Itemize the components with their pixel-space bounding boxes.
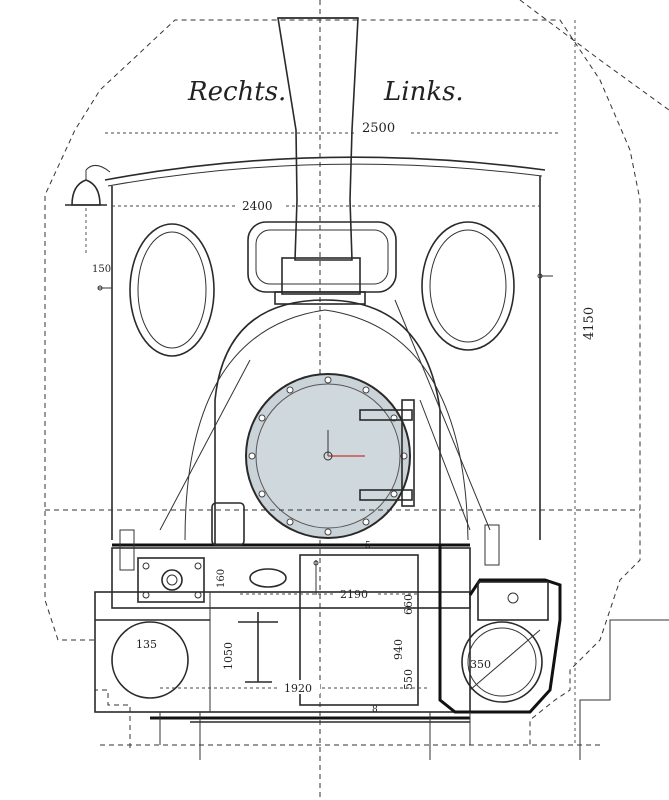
cab-roof: [104, 156, 546, 181]
dimension-2500: 2500: [362, 121, 395, 136]
boiler-outer-arch: [184, 309, 469, 541]
dimension-150: 150: [92, 264, 111, 275]
dimension-2400: 2400: [242, 199, 273, 213]
dimension-1920: 1920: [284, 682, 312, 695]
smokebox-door-bolts: [248, 376, 408, 536]
dimension-550: 550: [402, 669, 415, 690]
loading-gauge-right-extension: [519, 0, 669, 111]
dimension-8: 8: [372, 705, 378, 715]
lower-frame: [94, 591, 471, 713]
dimension-350: 350: [470, 658, 491, 671]
dimension-2190: 2190: [340, 588, 368, 601]
window-center: [247, 221, 397, 293]
window-right-outer: [421, 221, 515, 351]
dimension-4150: 4150: [582, 307, 597, 340]
label-rechts: Rechts.: [187, 77, 286, 107]
dimension-940: 940: [392, 639, 405, 660]
window-left-outer: [129, 223, 215, 357]
chimney: [277, 17, 359, 261]
loading-gauge-outline: [44, 19, 641, 748]
cylinder: [461, 621, 543, 703]
window-left-inner: [137, 231, 207, 349]
buffer-left: [111, 621, 189, 699]
dimension-660: 660: [402, 594, 415, 615]
window-right-inner: [429, 229, 507, 343]
front-frame: [111, 547, 471, 609]
water-tank: [299, 554, 419, 706]
dimension-160: 160: [216, 569, 227, 588]
label-links: Links.: [383, 77, 464, 107]
gauge-right-step: [579, 619, 669, 760]
dimension-1050: 1050: [222, 642, 235, 670]
dimension-135: 135: [136, 638, 157, 651]
valve-chest: [477, 581, 549, 621]
dimension-5: 5: [365, 541, 371, 551]
cylinder-casing: [438, 545, 562, 714]
cab-roof-inner: [107, 163, 543, 187]
bell-icon: [65, 165, 111, 255]
buffer-plate-left: [137, 557, 205, 603]
door-hinge-top: [359, 409, 413, 421]
chimney-base: [281, 257, 361, 295]
boiler-arch: [214, 299, 441, 545]
door-hinge-bottom: [359, 489, 413, 501]
